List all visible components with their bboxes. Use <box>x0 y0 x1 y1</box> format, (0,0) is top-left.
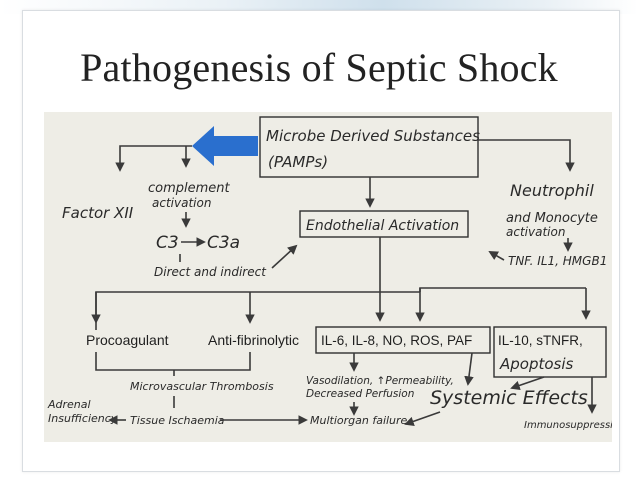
left-distribution-line <box>95 291 420 330</box>
direct-indirect-label: Direct and indirect <box>154 265 267 279</box>
arrow-tnf-back <box>488 251 505 261</box>
monocyte-label-2: activation <box>506 225 565 239</box>
procoag-antifib-join <box>95 352 251 371</box>
tissue-ischaemia-label: Tissue Ischaemia <box>130 414 225 427</box>
complement-label-2: activation <box>152 196 211 210</box>
microvascular-label: Microvascular Thrombosis <box>130 380 274 393</box>
pamps-label-2: (PAMPs) <box>268 153 328 171</box>
right-distribution-line <box>419 287 586 292</box>
factor-xii-label: Factor XII <box>62 204 134 222</box>
antifibrinolytic-label: Anti-fibrinolytic <box>208 332 299 348</box>
perfusion-label: Decreased Perfusion <box>306 388 414 400</box>
blue-arrow-icon <box>192 126 258 166</box>
complement-label-1: complement <box>148 181 231 196</box>
arrow-systemic-multiorgan <box>404 411 441 426</box>
il10-box <box>493 326 607 378</box>
endothelial-box <box>299 210 469 238</box>
vasodilation-label: Vasodilation, ↑Permeability, <box>306 375 454 387</box>
adrenal-label-1: Adrenal <box>47 398 91 411</box>
flow-diagram: Microbe Derived Substances (PAMPs) Facto… <box>47 116 625 431</box>
immunosuppression-label: Immunosuppression <box>524 420 612 431</box>
procoagulant-label: Procoagulant <box>86 332 169 348</box>
neutrophil-label: Neutrophil <box>510 181 594 200</box>
multiorgan-label: Multiorgan failure <box>310 414 408 427</box>
adrenal-label-2: Insufficiency <box>48 412 118 425</box>
endothelial-label: Endothelial Activation <box>306 218 459 234</box>
systemic-effects-label: Systemic Effects <box>430 387 588 409</box>
arrow-to-endothelial <box>271 244 298 269</box>
arrow-to-neutrophil <box>478 139 575 172</box>
diagram-panel: Microbe Derived Substances (PAMPs) Facto… <box>44 112 625 442</box>
c3-label: C3 <box>156 233 179 253</box>
monocyte-label-1: and Monocyte <box>506 211 598 226</box>
tnf-label: TNF. IL1, HMGB1 <box>508 254 607 268</box>
c3a-label: C3a <box>207 233 240 253</box>
cytokines-label: IL-6, IL-8, NO, ROS, PAF <box>321 333 472 348</box>
arrow-apoptosis-systemic <box>510 376 545 391</box>
arrow-to-systemic <box>464 352 474 386</box>
slide-title: Pathogenesis of Septic Shock <box>80 45 558 90</box>
pamps-box <box>259 116 479 178</box>
cytokines-box <box>315 326 491 354</box>
arrow-to-factor-xii <box>115 145 192 172</box>
apoptosis-label: Apoptosis <box>499 355 574 373</box>
pamps-label-1: Microbe Derived Substances <box>266 127 480 145</box>
il10-label: IL-10, sTNFR, <box>498 333 583 348</box>
